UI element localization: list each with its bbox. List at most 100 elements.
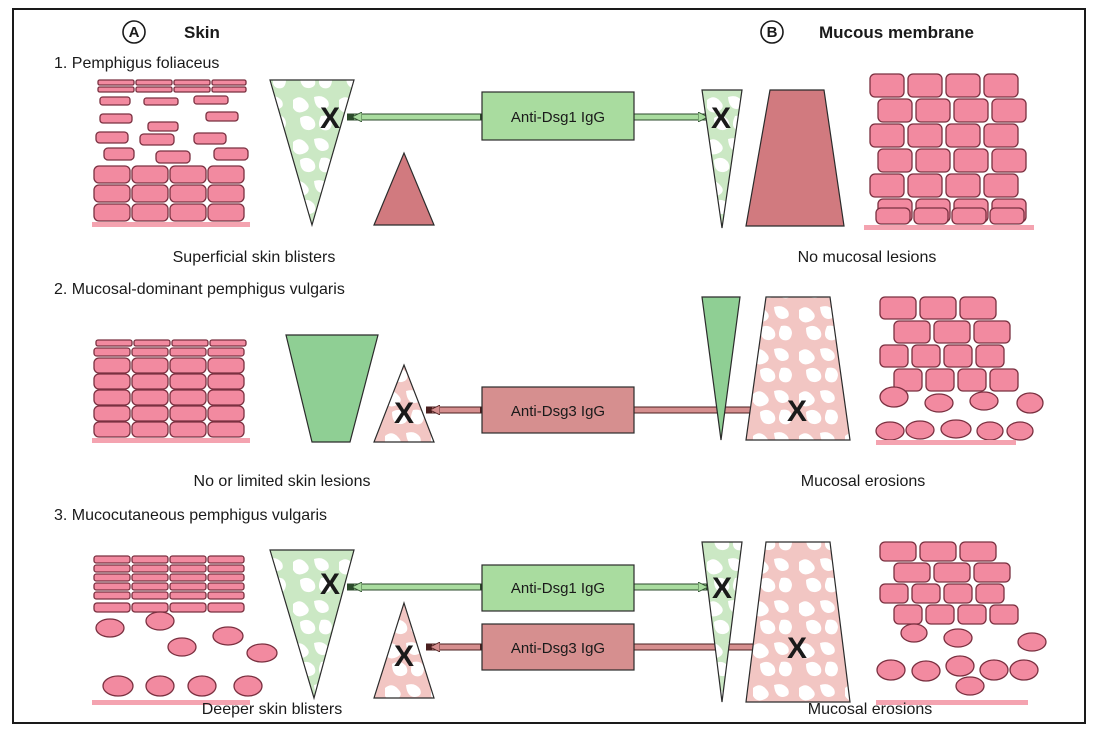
row-2-mucosa-epithelium xyxy=(875,296,1044,441)
detached-cell xyxy=(233,675,263,697)
intact-cell xyxy=(169,203,207,222)
intact-cell xyxy=(169,573,207,582)
intact-cell xyxy=(131,573,169,582)
row-1-mucosa-dsg1-triangle xyxy=(701,89,743,229)
row-2-skin-dsg1-trapezoid xyxy=(285,334,379,443)
detached-cell xyxy=(211,86,247,93)
intact-cell xyxy=(207,389,245,406)
row-1-mucosa-dsg3-trapezoid xyxy=(745,89,845,227)
detached-cell xyxy=(213,147,249,161)
intact-cell xyxy=(131,373,169,390)
detached-cell xyxy=(99,113,133,124)
row-1-mucosa-basement xyxy=(864,225,1034,230)
detached-cell xyxy=(979,659,1009,681)
intact-cell xyxy=(975,583,1005,604)
intact-cell xyxy=(953,98,989,123)
intact-cell xyxy=(169,555,207,564)
intact-cell xyxy=(131,347,169,357)
row-3-dsg3-antibody-label: Anti-Dsg3 IgG xyxy=(511,640,605,657)
intact-cell xyxy=(907,73,943,98)
intact-cell xyxy=(169,602,207,613)
intact-cell xyxy=(983,173,1019,198)
detached-cell xyxy=(900,623,928,643)
intact-cell xyxy=(959,296,997,320)
intact-cell xyxy=(869,123,905,148)
intact-cell xyxy=(169,564,207,573)
row-2-mucosa-dsg3-x: X xyxy=(787,395,807,428)
intact-cell xyxy=(879,344,909,368)
row-1-skin-epidermis xyxy=(93,79,249,222)
detached-cell xyxy=(173,86,211,93)
intact-cell xyxy=(131,184,169,203)
row-3-dsg1-antibody-label: Anti-Dsg1 IgG xyxy=(511,580,605,597)
row-1-mucosa-caption: No mucosal lesions xyxy=(798,249,937,266)
row-3-skin-epidermis xyxy=(93,555,278,697)
row-2-skin-basement xyxy=(92,438,250,443)
row-2-skin-caption: No or limited skin lesions xyxy=(194,473,371,490)
detached-cell xyxy=(145,611,175,631)
panel-a-letter: A xyxy=(129,24,140,41)
intact-cell xyxy=(207,165,245,184)
intact-cell xyxy=(131,582,169,591)
row-3-mucosa-dsg1-triangle xyxy=(701,541,743,703)
row-3-title: 3. Mucocutaneous pemphigus vulgaris xyxy=(54,507,327,524)
intact-cell xyxy=(983,73,1019,98)
intact-cell xyxy=(925,368,955,392)
intact-cell xyxy=(893,604,923,625)
intact-cell xyxy=(131,405,169,422)
detached-cell xyxy=(193,132,227,145)
row-3-skin-basement xyxy=(92,700,250,705)
intact-cell xyxy=(93,591,131,600)
row-1-skin-caption: Superficial skin blisters xyxy=(173,249,336,266)
row-3-mucosa-epithelium xyxy=(876,541,1047,696)
intact-cell xyxy=(913,207,949,225)
row-3-mucosa-basement xyxy=(876,700,1028,705)
intact-cell xyxy=(93,582,131,591)
intact-cell xyxy=(207,347,245,357)
intact-cell xyxy=(207,564,245,573)
intact-cell xyxy=(131,555,169,564)
detached-cell xyxy=(969,391,999,411)
row-1-dsg1-antibody-box xyxy=(481,91,635,141)
intact-cell xyxy=(93,347,131,357)
detached-cell xyxy=(187,675,217,697)
row-3-dsg1-antibody-box xyxy=(481,564,635,612)
intact-cell xyxy=(131,602,169,613)
detached-cell xyxy=(193,95,229,105)
intact-cell xyxy=(169,347,207,357)
detached-cell xyxy=(1009,659,1039,681)
row-3-skin-dsg1-triangle xyxy=(269,549,355,701)
detached-cell xyxy=(97,79,135,86)
intact-cell xyxy=(93,373,131,390)
intact-cell xyxy=(945,73,981,98)
detached-cell xyxy=(212,626,244,646)
row-1-title: 1. Pemphigus foliaceus xyxy=(54,55,219,72)
intact-cell xyxy=(925,604,955,625)
intact-cell xyxy=(915,148,951,173)
intact-cell xyxy=(911,583,941,604)
intact-cell xyxy=(915,98,951,123)
intact-cell xyxy=(907,173,943,198)
detached-cell xyxy=(173,79,211,86)
intact-cell xyxy=(207,591,245,600)
row-3-skin-caption: Deeper skin blisters xyxy=(202,701,343,718)
detached-cell xyxy=(139,133,175,146)
pemphigus-diagram: A Skin B Mucous membrane 1. Pemphigus fo… xyxy=(54,20,1047,718)
detached-cell xyxy=(875,421,905,441)
intact-cell xyxy=(169,184,207,203)
detached-cell xyxy=(924,393,954,413)
intact-cell xyxy=(93,357,131,374)
intact-cell xyxy=(207,405,245,422)
row-3-mucosa-dsg3-x: X xyxy=(787,632,807,665)
intact-cell xyxy=(169,421,207,438)
panel-b-letter: B xyxy=(767,24,778,41)
intact-cell xyxy=(169,373,207,390)
intact-cell xyxy=(169,405,207,422)
row-2-dsg3-antibody-label: Anti-Dsg3 IgG xyxy=(511,403,605,420)
intact-cell xyxy=(133,339,171,347)
intact-cell xyxy=(933,320,971,344)
intact-cell xyxy=(989,604,1019,625)
intact-cell xyxy=(93,602,131,613)
intact-cell xyxy=(207,357,245,374)
detached-cell xyxy=(943,628,973,648)
